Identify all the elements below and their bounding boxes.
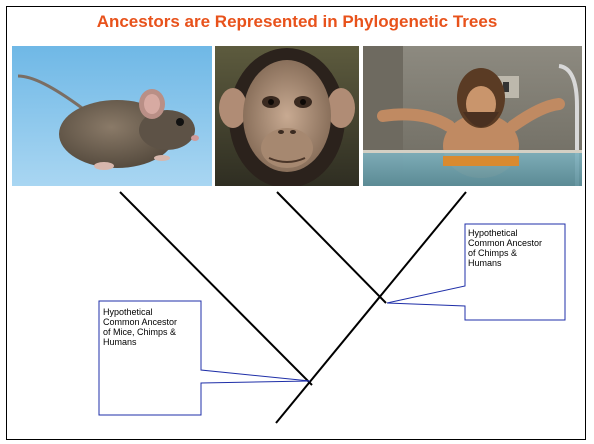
trunk-line xyxy=(276,192,466,423)
callout-chimps-humans-label: Hypothetical Common Ancestor of Chimps &… xyxy=(468,228,568,268)
callout-mice-chimps-humans-label: Hypothetical Common Ancestor of Mice, Ch… xyxy=(103,307,203,347)
chimp-branch xyxy=(277,192,386,303)
